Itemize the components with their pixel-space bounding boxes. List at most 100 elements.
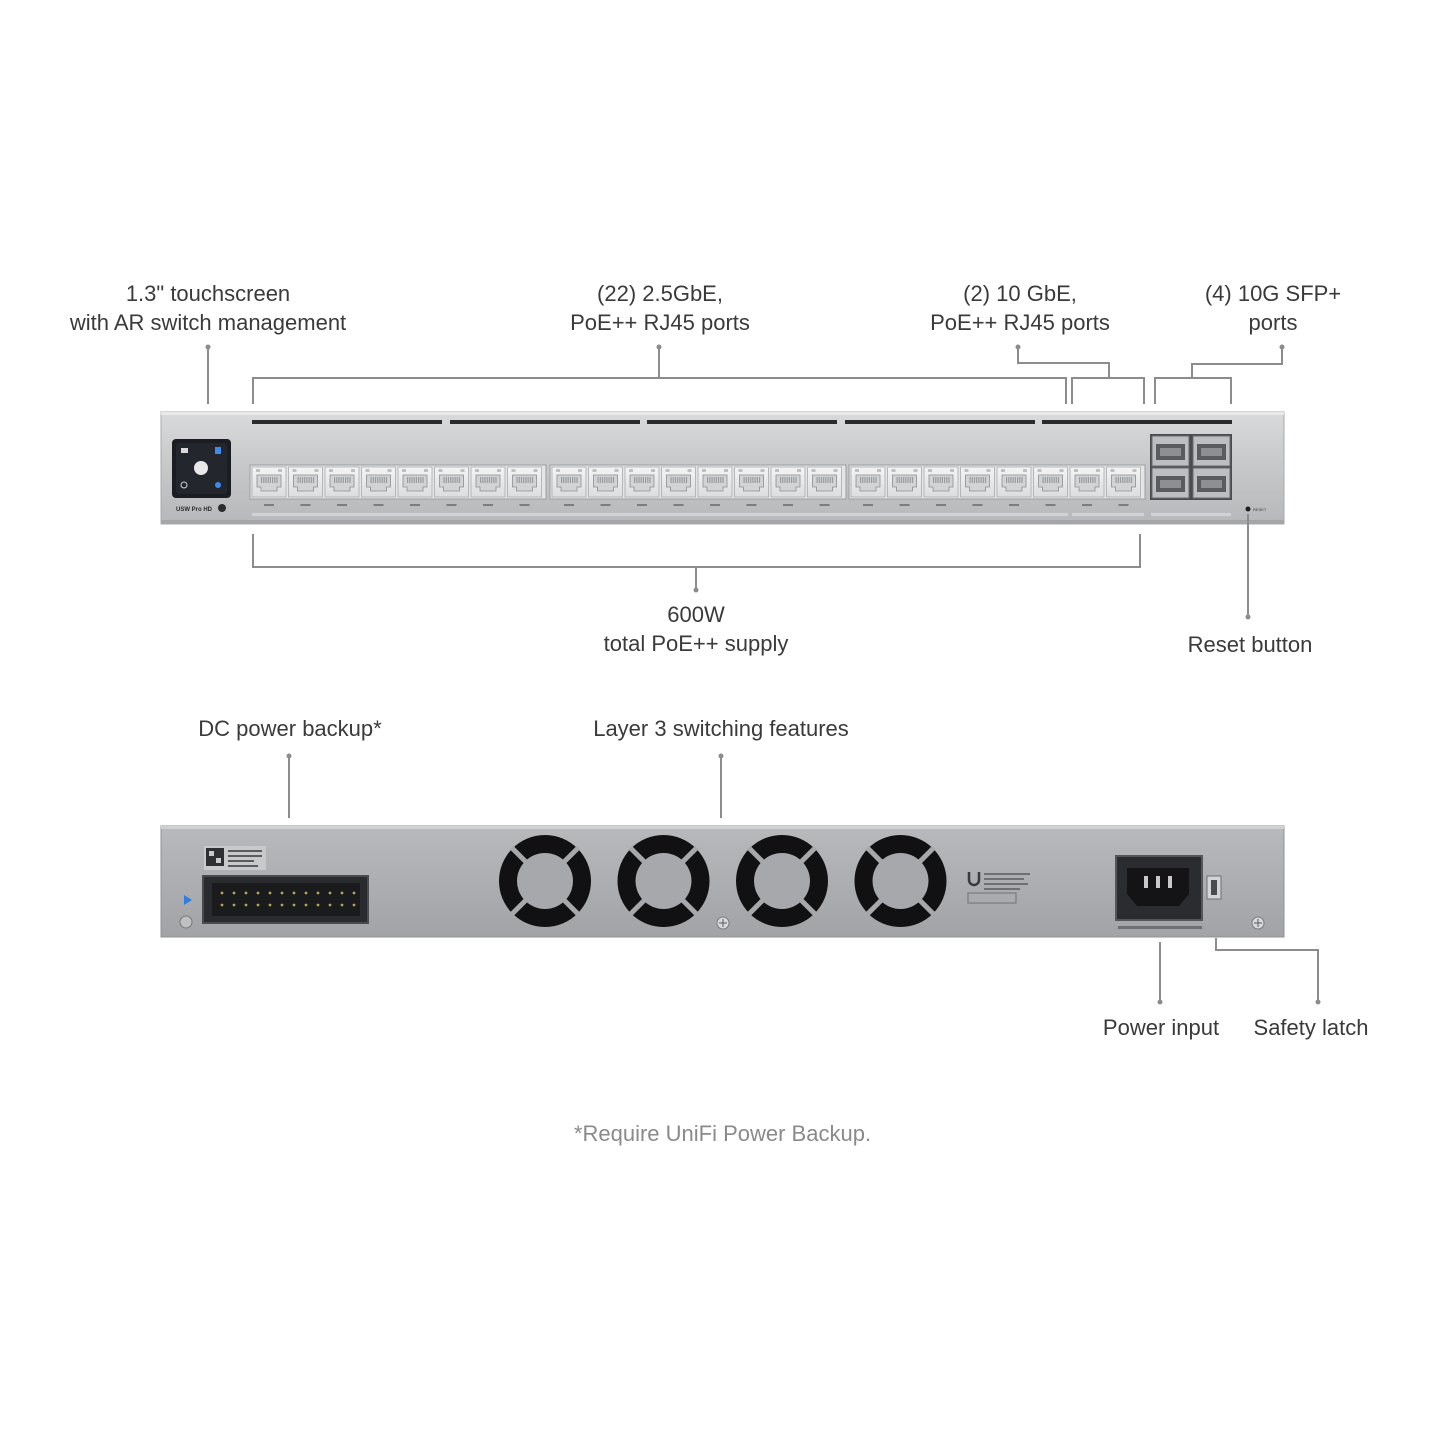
sfp-port-group: [1150, 434, 1232, 500]
dc-pin: [328, 903, 332, 907]
rj45-port[interactable]: [624, 466, 660, 498]
power-rating-text: [1118, 926, 1202, 929]
rj45-port[interactable]: [288, 466, 323, 498]
port-number-label: [410, 504, 420, 506]
rear-leader-lines: [286, 753, 1321, 1005]
dc-pin: [232, 891, 236, 895]
rj45-port[interactable]: [734, 466, 769, 498]
port-number-label: [373, 504, 384, 506]
dc-pin: [220, 903, 224, 907]
rj45-port[interactable]: [470, 466, 506, 498]
rj45-port[interactable]: [361, 466, 396, 498]
dc-pin: [292, 891, 296, 895]
dc-pin: [244, 891, 248, 895]
dc-backup-callout: DC power backup*: [170, 714, 410, 743]
rj45-port[interactable]: [850, 466, 886, 498]
port-number-label: [1045, 504, 1056, 506]
port-number-label: [863, 504, 873, 506]
safety-latch-label: Safety latch: [1253, 1015, 1369, 1040]
port-number-label: [600, 504, 611, 506]
sfp-port[interactable]: [1192, 467, 1231, 499]
port-number-label: [446, 504, 457, 506]
port-number-label: [1082, 504, 1092, 506]
port-number-label: [673, 504, 684, 506]
screen-device-icon: [215, 447, 221, 454]
compliance-marks: [967, 872, 1030, 904]
rj45-port[interactable]: [434, 466, 469, 498]
rj45-port[interactable]: [1106, 466, 1141, 498]
safety-latch[interactable]: [1206, 875, 1222, 900]
screen-monitor-icon: [181, 448, 188, 453]
rj45-port[interactable]: [960, 466, 995, 498]
reset-text: RESET: [1253, 507, 1267, 512]
rj45-port[interactable]: [397, 466, 433, 498]
footnote: *Require UniFi Power Backup.: [573, 1121, 872, 1146]
dc-backup-label: DC power backup*: [198, 716, 382, 741]
dc-indicator-arrow-icon: [184, 895, 192, 905]
sfp-port[interactable]: [1151, 435, 1190, 467]
rj45-port[interactable]: [1033, 466, 1068, 498]
rj45-port[interactable]: [324, 466, 360, 498]
rj45-port[interactable]: [923, 466, 959, 498]
model-label: USW Pro HD: [176, 507, 213, 513]
port-number-label: [746, 504, 757, 506]
touchscreen-knob-icon: [194, 461, 208, 475]
rj45-port[interactable]: [697, 466, 733, 498]
power-input-socket[interactable]: [1115, 855, 1203, 921]
dc-pin: [316, 891, 320, 895]
reset-callout: Reset button: [1160, 630, 1340, 659]
port-number-label: [819, 504, 830, 506]
reset-button[interactable]: [1245, 506, 1251, 512]
port-number-label: [972, 504, 983, 506]
rj45-port[interactable]: [996, 466, 1032, 498]
rj45-port[interactable]: [251, 466, 287, 498]
dc-pin: [220, 891, 224, 895]
layer3-callout: Layer 3 switching features: [561, 714, 881, 743]
power-input-callout: Power input: [1090, 1013, 1232, 1042]
rj45-port[interactable]: [551, 466, 587, 498]
dc-pin: [280, 891, 284, 895]
led-strips: [252, 420, 1232, 424]
port-number-label: [519, 504, 530, 506]
port-number-label: [710, 504, 720, 506]
port-number-label: [483, 504, 493, 506]
rj45-25g-callout: (22) 2.5GbE, PoE++ RJ45 ports: [540, 279, 780, 337]
sfp-callout: (4) 10G SFP+ ports: [1183, 279, 1363, 337]
right-screw-icon: [1251, 916, 1265, 930]
dc-pin: [340, 891, 344, 895]
rj45-10g-callout: (2) 10 GbE, PoE++ RJ45 ports: [900, 279, 1140, 337]
port-number-label: [1118, 504, 1129, 506]
rj45-25g-label-line1: (22) 2.5GbE,: [597, 281, 723, 306]
rj45-port[interactable]: [588, 466, 623, 498]
ubiquiti-u-logo-icon: [967, 872, 981, 887]
sfp-label-line2: ports: [1248, 310, 1298, 335]
touchscreen[interactable]: [172, 439, 231, 498]
rj45-port[interactable]: [661, 466, 696, 498]
dc-pin: [352, 891, 356, 895]
rj45-port[interactable]: [1069, 466, 1105, 498]
ground-screw-icon: [179, 915, 193, 929]
rj45-25g-label-line2: PoE++ RJ45 ports: [570, 310, 750, 335]
cooling-fan-icon: [736, 835, 828, 927]
rj45-port[interactable]: [807, 466, 842, 498]
certification-icons: [967, 892, 1017, 904]
touchscreen-label-line2: with AR switch management: [69, 310, 347, 335]
rj45-port[interactable]: [770, 466, 806, 498]
dc-power-backup-connector[interactable]: [202, 875, 369, 924]
serial-label: [204, 846, 266, 870]
poe-supply-callout: 600W total PoE++ supply: [576, 600, 816, 658]
dc-pin: [352, 903, 356, 907]
port-number-label: [337, 504, 347, 506]
rj45-port[interactable]: [507, 466, 542, 498]
dc-pin: [256, 891, 260, 895]
sfp-port[interactable]: [1192, 435, 1231, 467]
sfp-port[interactable]: [1151, 467, 1190, 499]
port-number-label: [637, 504, 647, 506]
poe-supply-label-line1: 600W: [667, 602, 725, 627]
dc-pin: [304, 891, 308, 895]
cooling-fan-icon: [617, 835, 710, 927]
dc-pin: [328, 891, 332, 895]
rj45-port[interactable]: [887, 466, 922, 498]
center-screw-icon: [716, 916, 730, 930]
